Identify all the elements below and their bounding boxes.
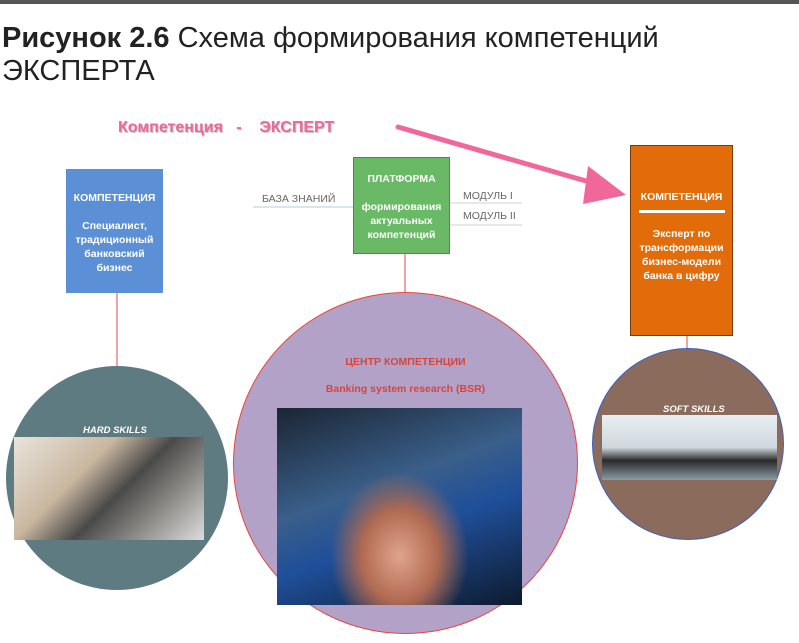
box-text: Специалист, (82, 220, 147, 232)
box-heading: ПЛАТФОРМА (367, 173, 436, 185)
box-text: банка в цифру (643, 270, 720, 282)
top-border (0, 0, 799, 4)
competence-specialist-box: КОМПЕТЕНЦИЯ Специалист, традиционный бан… (66, 169, 163, 293)
box-text: формирования (361, 201, 442, 213)
divider (638, 210, 725, 213)
knowledge-base-label: БАЗА ЗНАНИЙ (262, 193, 336, 205)
pink-arrow-shaft (395, 124, 603, 188)
module1-label: МОДУЛЬ I (463, 190, 513, 202)
meeting-photo (602, 415, 777, 480)
figure-caption: Схема формирования компетенций ЭКСПЕРТА (2, 22, 659, 87)
box-text: трансформации (639, 242, 724, 254)
figure-number: Рисунок 2.6 (2, 22, 170, 54)
center-title: ЦЕНТР КОМПЕТЕНЦИИ (345, 356, 466, 368)
soft-skills-label: SOFT SKILLS (663, 404, 725, 415)
laptop-photo (14, 437, 204, 540)
platform-box: ПЛАТФОРМА формирования актуальных компет… (353, 157, 450, 254)
module2-label: МОДУЛЬ II (463, 210, 516, 222)
box-text: бизнес-модели (641, 256, 722, 268)
box-text: актуальных (370, 215, 433, 227)
pink-arrow-head (583, 166, 626, 204)
box-heading: КОМПЕТЕНЦИЯ (73, 192, 156, 204)
center-subtitle: Banking system research (BSR) (325, 383, 486, 395)
competence-expert-box: КОМПЕТЕНЦИЯ Эксперт по трансформации биз… (630, 145, 733, 336)
box-text: традиционный (75, 234, 154, 246)
figure-title: Рисунок 2.6 Схема формирования компетенц… (2, 22, 792, 88)
box-text: бизнес (96, 262, 133, 274)
box-text: банковский (84, 248, 145, 260)
slogan: Компетенция - ЭКСПЕРТ (118, 119, 335, 136)
business-growth-photo (277, 408, 522, 605)
box-text: компетенций (367, 229, 436, 241)
box-heading: КОМПЕТЕНЦИЯ (640, 191, 723, 203)
box-text: Эксперт по (652, 228, 711, 240)
hard-skills-label: HARD SKILLS (83, 425, 147, 436)
